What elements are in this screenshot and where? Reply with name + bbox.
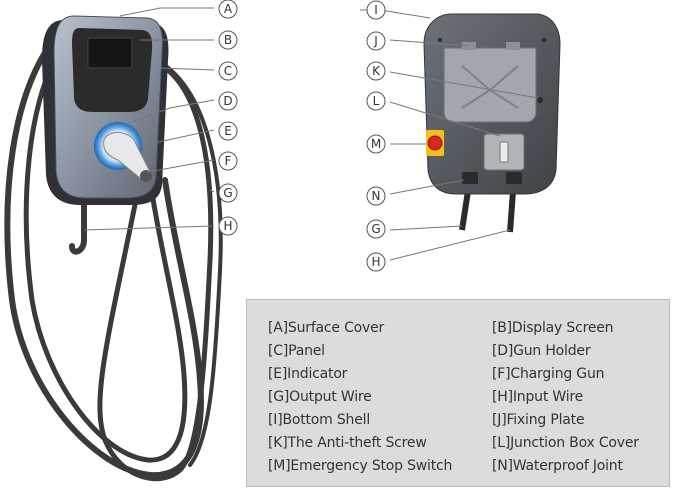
- callouts-right: I J K L M N G H: [366, 0, 386, 272]
- left-callout-e: E: [224, 124, 232, 138]
- left-callout-d: D: [223, 94, 232, 108]
- left-callout-circle-6: [218, 183, 238, 203]
- left-callout-circle-4: [218, 121, 238, 141]
- callouts-left: A B C D E F G H: [218, 0, 238, 236]
- legend-item-k: [K]The Anti-theft Screw: [268, 435, 427, 451]
- legend-item-i: [I]Bottom Shell: [268, 412, 371, 428]
- emergency-stop-switch: [427, 135, 443, 151]
- left-callout-circle-1: [218, 30, 238, 50]
- right-callout-circle-3: [366, 91, 386, 111]
- corner-screw-tr: [542, 38, 546, 42]
- legend-item-a: [A]Surface Cover: [268, 320, 385, 336]
- junction-label: [499, 141, 509, 163]
- left-callout-b: B: [224, 33, 232, 47]
- leader-lines: [83, 7, 539, 261]
- left-callout-f: F: [225, 154, 232, 168]
- legend-item-j: [J]Fixing Plate: [492, 412, 585, 428]
- legend-item-f: [F]Charging Gun: [492, 366, 605, 382]
- legend-item-b: [B]Display Screen: [492, 320, 614, 336]
- right-callout-circle-0: [366, 0, 386, 20]
- right-callout-m: M: [371, 137, 381, 151]
- gun-cable-joint: [140, 170, 152, 182]
- legend-item-d: [D]Gun Holder: [492, 343, 591, 359]
- output-wire-cable: [4, 29, 223, 482]
- left-callout-a: A: [224, 2, 233, 16]
- right-callout-n: N: [372, 189, 381, 203]
- back-view-charger: [423, 13, 561, 233]
- waterproof-joint-right: [506, 172, 522, 184]
- right-callout-k: K: [372, 64, 381, 78]
- right-callout-i: I: [374, 3, 378, 17]
- right-callout-circle-1: [366, 31, 386, 51]
- front-view-charger: [4, 15, 223, 482]
- left-callout-h: H: [223, 219, 232, 233]
- right-callout-circle-6: [366, 219, 386, 239]
- left-callout-circle-3: [218, 91, 238, 111]
- right-callout-j: J: [373, 34, 378, 48]
- left-callout-circle-7: [218, 216, 238, 236]
- legend-item-m: [M]Emergency Stop Switch: [268, 458, 453, 474]
- right-callout-h: H: [371, 255, 380, 269]
- fixing-plate: [443, 47, 537, 123]
- legend-item-g: [G]Output Wire: [268, 389, 372, 405]
- legend-item-c: [C]Panel: [268, 343, 325, 359]
- legend-item-n: [N]Waterproof Joint: [492, 458, 623, 474]
- right-callout-l: L: [373, 94, 380, 108]
- left-callout-circle-5: [218, 151, 238, 171]
- corner-screw-tl: [438, 38, 442, 42]
- waterproof-joint-left: [462, 172, 478, 184]
- right-callout-circle-2: [366, 61, 386, 81]
- left-callout-circle-2: [218, 61, 238, 81]
- anti-theft-screw: [537, 97, 543, 103]
- parts-legend: [A]Surface Cover [B]Display Screen [C]Pa…: [246, 299, 670, 487]
- right-callout-circle-7: [366, 252, 386, 272]
- gun-holder-hook: [69, 187, 87, 255]
- left-callout-c: C: [224, 64, 232, 78]
- legend-item-h: [H]Input Wire: [492, 389, 584, 405]
- left-callout-g: G: [223, 186, 232, 200]
- legend-item-l: [L]Junction Box Cover: [492, 435, 639, 451]
- fixing-tab-right: [506, 42, 520, 50]
- display-screen: [87, 37, 133, 69]
- left-callout-circle-0: [218, 0, 238, 19]
- right-callout-g: G: [371, 222, 380, 236]
- right-callout-circle-5: [366, 186, 386, 206]
- right-callout-circle-4: [366, 134, 386, 154]
- legend-item-e: [E]Indicator: [268, 366, 348, 382]
